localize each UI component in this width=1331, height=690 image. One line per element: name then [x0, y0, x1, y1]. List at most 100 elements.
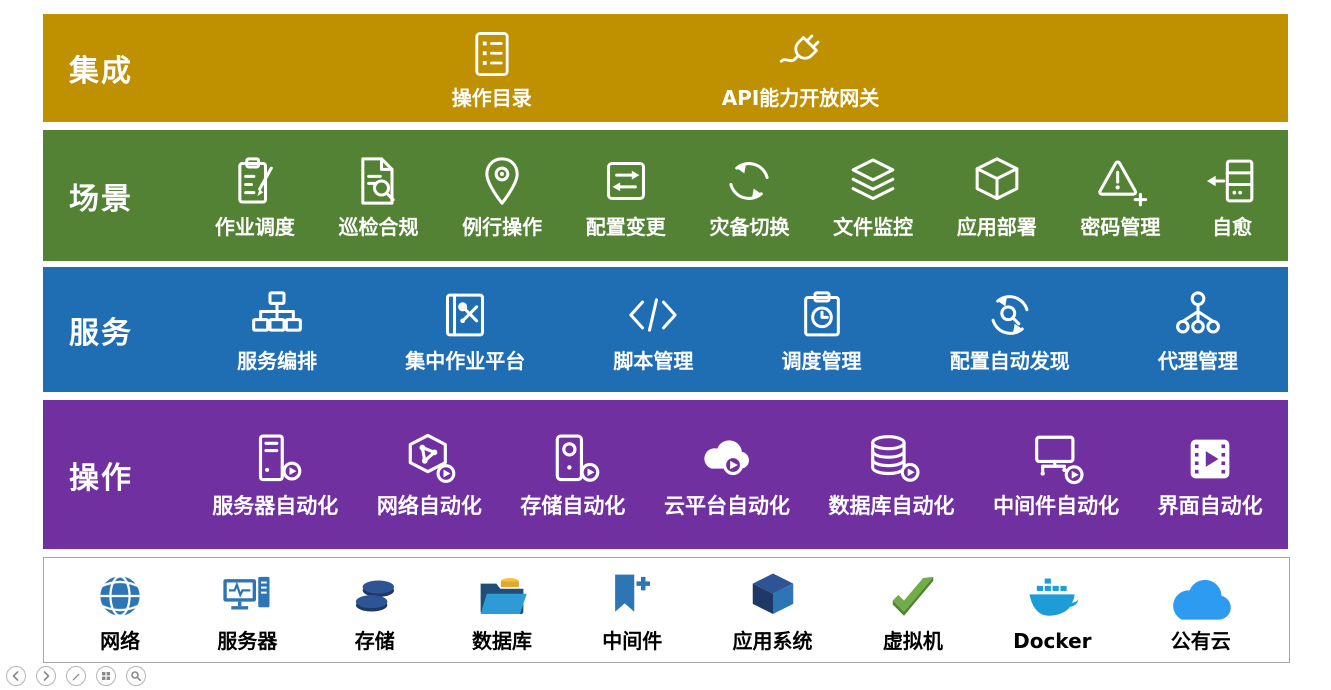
integration-items: 操作目录 API能力开放网关: [187, 28, 1288, 109]
item-config-discovery: 配置自动发现: [950, 287, 1070, 372]
pen-icon: [72, 673, 80, 681]
item-app-system: 应用系统: [733, 569, 813, 652]
item-server: 服务器: [217, 569, 277, 652]
slide-grid-button[interactable]: [96, 666, 116, 686]
service-items: 服务编排 集中作业平台 脚本管理 调度管理: [187, 287, 1288, 372]
item-label: 操作目录: [451, 85, 532, 110]
item-job-scheduling: 作业调度: [215, 153, 295, 238]
band-operation: 操作 服务器自动化 网络自动化: [43, 400, 1288, 549]
item-label: 数据库自动化: [828, 494, 955, 519]
item-label: 中间件: [602, 628, 663, 653]
item-agent-mgmt: 代理管理: [1158, 287, 1238, 372]
band-scenario-label: 场景: [69, 181, 133, 217]
item-service-orchestration: 服务编排: [237, 287, 317, 372]
item-label: 自愈: [1212, 215, 1253, 239]
item-inspection-compliance: 巡检合规: [338, 153, 418, 238]
api-gateway-icon: [780, 34, 820, 63]
item-label: 服务编排: [237, 349, 318, 373]
item-operation-catalog: 操作目录: [452, 28, 532, 109]
clipboard-pencil-icon: [238, 157, 273, 204]
heal-server-icon: [1206, 159, 1254, 203]
item-label: 网络自动化: [376, 494, 482, 519]
item-config-change: 配置变更: [586, 153, 666, 238]
item-label: 巡检合规: [338, 215, 419, 239]
item-database-automation: 数据库自动化: [829, 430, 955, 518]
scenario-items: 作业调度 巡检合规 例行操作 配置变更: [187, 153, 1288, 238]
cube-icon: [975, 157, 1019, 201]
resource-items: 网络 服务器 存储: [44, 569, 1289, 652]
item-database: 数据库: [472, 569, 532, 652]
band-resources: 网络 服务器 存储: [43, 557, 1290, 663]
item-label: 作业调度: [214, 215, 295, 239]
item-app-deploy: 应用部署: [957, 153, 1037, 238]
network-auto-icon: [409, 434, 456, 484]
book-tools-icon: [446, 293, 485, 337]
item-label: 配置变更: [585, 215, 666, 239]
chevron-right-icon: [43, 671, 50, 681]
middleware-auto-icon: [1035, 436, 1084, 485]
item-label: 灾备切换: [709, 215, 790, 239]
item-label: 调度管理: [781, 349, 862, 373]
orgchart-icon: [252, 291, 302, 332]
globe-icon: [100, 574, 140, 617]
item-server-automation: 服务器自动化: [212, 430, 338, 518]
cloud-auto-icon: [704, 440, 749, 476]
item-storage-automation: 存储自动化: [520, 430, 625, 518]
refresh-icon: [729, 162, 770, 200]
item-storage: 存储: [348, 569, 402, 652]
band-scenario: 场景 作业调度 巡检合规 例行操作: [43, 130, 1288, 261]
band-operation-label: 操作: [69, 460, 133, 496]
item-label: 虚拟机: [882, 628, 943, 653]
agent-tree-icon: [1175, 291, 1220, 334]
chevron-left-icon: [12, 671, 19, 681]
prev-slide-button[interactable]: [6, 666, 26, 686]
item-label: 存储自动化: [520, 494, 626, 519]
pen-tool-button[interactable]: [66, 666, 86, 686]
exchange-icon: [606, 161, 645, 201]
item-label: 应用系统: [732, 628, 813, 653]
item-label: 服务器自动化: [212, 494, 339, 519]
item-file-monitor: 文件监控: [833, 153, 913, 238]
db-folder-icon: [480, 577, 527, 614]
item-central-job-platform: 集中作业平台: [405, 287, 525, 372]
clipboard-clock-icon: [803, 291, 840, 337]
band-service: 服务 服务编排 集中作业平台 脚本管理: [43, 267, 1288, 392]
band-integration-label: 集成: [69, 54, 133, 89]
item-label: 界面自动化: [1157, 494, 1263, 519]
item-dr-switch: 灾备切换: [709, 153, 789, 238]
item-vm: 虚拟机: [883, 569, 943, 652]
item-label: 脚本管理: [613, 349, 694, 373]
code-icon: [629, 298, 678, 332]
warning-plus-icon: [1098, 160, 1148, 207]
item-label: 数据库: [471, 628, 532, 653]
viewer-toolbar: [6, 666, 146, 686]
item-password-mgmt: 密码管理: [1080, 153, 1160, 238]
database-auto-icon: [870, 435, 920, 483]
item-network: 网络: [93, 569, 147, 652]
item-label: 代理管理: [1157, 349, 1238, 373]
item-public-cloud: 公有云: [1162, 575, 1240, 652]
item-self-heal: 自愈: [1204, 153, 1260, 238]
item-label: 配置自动发现: [949, 349, 1070, 373]
sync-search-icon: [991, 295, 1029, 335]
item-label: 应用部署: [956, 215, 1037, 239]
zoom-button[interactable]: [126, 666, 146, 686]
doc-search-icon: [361, 157, 396, 205]
item-label: 中间件自动化: [993, 494, 1120, 519]
item-label: 服务器: [217, 628, 278, 653]
band-integration: 集成 操作目录 API能力开放网关: [43, 14, 1288, 122]
catalog-icon: [475, 31, 509, 76]
storage-auto-icon: [555, 434, 600, 483]
item-middleware: 中间件: [602, 569, 662, 652]
server-monitor-icon: [223, 576, 270, 609]
item-docker: Docker: [1013, 569, 1092, 652]
disks-icon: [355, 579, 394, 612]
server-auto-icon: [259, 434, 302, 482]
layers-icon: [851, 158, 895, 201]
next-slide-button[interactable]: [36, 666, 56, 686]
docker-whale-icon: [1029, 576, 1079, 616]
item-routine-operation: 例行操作: [462, 153, 542, 238]
item-label: 云平台自动化: [663, 494, 790, 519]
item-label: 例行操作: [462, 215, 543, 239]
item-middleware-automation: 中间件自动化: [993, 430, 1119, 518]
